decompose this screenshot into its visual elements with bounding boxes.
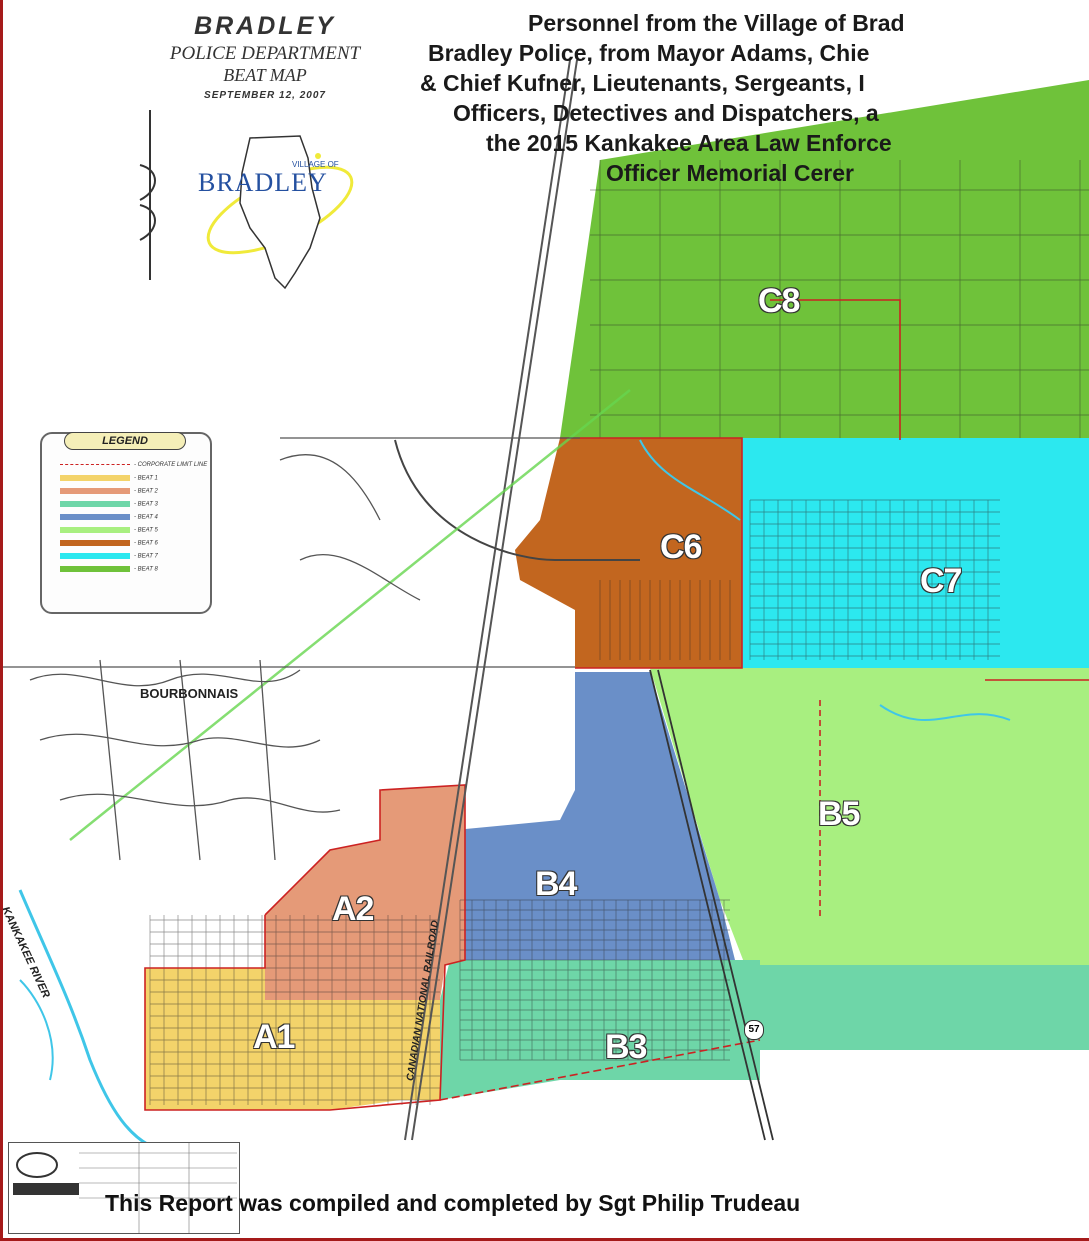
diagonal-route-line [69,389,631,841]
beat-8-area [560,80,1089,438]
engineer-logo-icon [13,1143,237,1233]
legend-label: - BEAT 3 [134,501,158,508]
kankakee-river [18,889,161,1152]
legend-swatch [60,540,130,546]
legend-title: LEGEND [64,432,186,450]
announcement-line-4: Officers, Detectives and Dispatchers, a [453,100,879,126]
zone-label-a1: A1 [253,1018,295,1056]
canadian-national-railroad [404,59,578,1141]
legend-item: - BEAT 2 [60,488,158,498]
beat-5-area [650,668,1089,965]
beat-2-area [265,785,465,1000]
north-arrow [139,110,156,280]
report-credit: This Report was compiled and completed b… [105,1190,801,1216]
seal-name: BRADLEY [198,168,328,197]
legend-item: - BEAT 8 [60,566,158,576]
memorial-announcement: Personnel from the Village of Brad Bradl… [400,8,1089,188]
beat-4-area [450,672,735,960]
zone-label-c8: C8 [758,282,800,320]
creek-c6 [639,439,741,521]
interstate-57-shield-icon: 57 [744,1020,764,1040]
legend-swatch [60,475,130,481]
announcement-line-1: Personnel from the Village of Brad [528,10,905,36]
legend-swatch [60,566,130,572]
beat-3-area [745,965,1089,1050]
announcement-line-2: Bradley Police, from Mayor Adams, Chie [428,40,870,66]
legend-label: - BEAT 5 [134,527,158,534]
river-tributary [19,979,54,1081]
legend-item: - BEAT 5 [60,527,158,537]
legend-swatch [60,463,130,465]
interstate-57 [649,669,774,1141]
legend-label: - CORPORATE LIMIT LINE [134,462,208,468]
legend-label: - BEAT 6 [134,540,158,547]
legend-label: - BEAT 1 [134,475,158,482]
corporate-limit-lines [144,299,1089,1111]
map-title-block: BRADLEY POLICE DEPARTMENT BEAT MAP SEPTE… [140,12,390,101]
zone-label-b5: B5 [818,795,860,833]
village-seal: VILLAGE OF BRADLEY [190,118,370,293]
street-grid [149,160,1089,1105]
map-date: SEPTEMBER 12, 2007 [204,90,326,101]
legend-swatch [60,488,130,494]
legend-swatch [60,501,130,507]
highway-curve [394,439,640,561]
announcement-line-6: Officer Memorial Cerer [606,160,854,186]
legend-item: - BEAT 6 [60,540,158,550]
beat-7-area [742,438,1089,668]
map-title: BRADLEY [194,12,336,40]
announcement-line-5: the 2015 Kankakee Area Law Enforce [486,130,892,156]
legend-swatch [60,527,130,533]
bourbonnais-label: BOURBONNAIS [140,686,239,701]
beat-6-area [515,438,742,668]
legend-item: - BEAT 7 [60,553,158,563]
zone-label-c7: C7 [920,562,962,600]
legend-label: - BEAT 8 [134,566,158,573]
zone-label-c6: C6 [660,528,702,566]
map-subtitle-beat-map: BEAT MAP [223,65,307,85]
legend-item: - BEAT 4 [60,514,158,524]
map-legend: LEGEND - CORPORATE LIMIT LINE - BEAT 1 - B… [40,432,212,614]
legend-item: - CORPORATE LIMIT LINE [60,462,207,472]
legend-label: - BEAT 4 [134,514,158,521]
zone-label-a2: A2 [332,890,374,928]
legend-item: - BEAT 3 [60,501,158,511]
creek-east [879,704,1011,721]
zone-label-b3: B3 [605,1028,647,1066]
seal-village-of: VILLAGE OF [292,160,339,169]
zone-label-b4: B4 [535,865,577,903]
legend-item: - BEAT 1 [60,475,158,485]
legend-swatch [60,514,130,520]
legend-label: - BEAT 7 [134,553,158,560]
illinois-outline-icon [206,135,354,290]
beat-1-area [145,968,440,1110]
engineer-title-block [8,1142,240,1234]
legend-label: - BEAT 2 [134,488,158,495]
announcement-line-3: & Chief Kufner, Lieutenants, Sergeants, … [420,70,865,96]
map-subtitle-department: POLICE DEPARTMENT [169,43,361,64]
bourbonnais-streets [0,437,580,861]
legend-swatch [60,553,130,559]
